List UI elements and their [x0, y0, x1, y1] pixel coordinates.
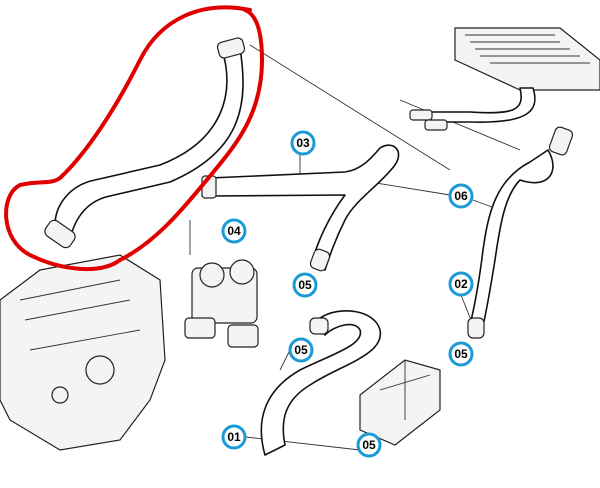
valve-block [184, 259, 259, 348]
callout-06: 06 [448, 183, 474, 209]
callout-label: 02 [454, 277, 468, 291]
callout-05: 05 [292, 272, 318, 298]
callout-03: 03 [290, 130, 316, 156]
engine-block [0, 254, 166, 451]
callout-label: 03 [296, 136, 310, 150]
callout-label: 01 [227, 430, 241, 444]
callout-05: 05 [288, 337, 314, 363]
callout-label: 05 [362, 438, 376, 452]
callout-05: 05 [356, 432, 382, 458]
callout-02: 02 [448, 271, 474, 297]
red-highlight-outline [4, 5, 264, 272]
callout-05: 05 [448, 341, 474, 367]
callout-label: 05 [454, 347, 468, 361]
hose-01 [260, 310, 381, 456]
callout-04: 04 [221, 218, 247, 244]
callout-01: 01 [221, 424, 247, 450]
callout-label: 04 [227, 224, 241, 238]
expansion-tank [359, 359, 441, 446]
hose-02 [467, 126, 574, 339]
callout-label: 05 [298, 278, 312, 292]
upper-hose [44, 37, 246, 249]
callout-label: 05 [294, 343, 308, 357]
heater-core [409, 27, 600, 131]
callout-label: 06 [454, 189, 468, 203]
